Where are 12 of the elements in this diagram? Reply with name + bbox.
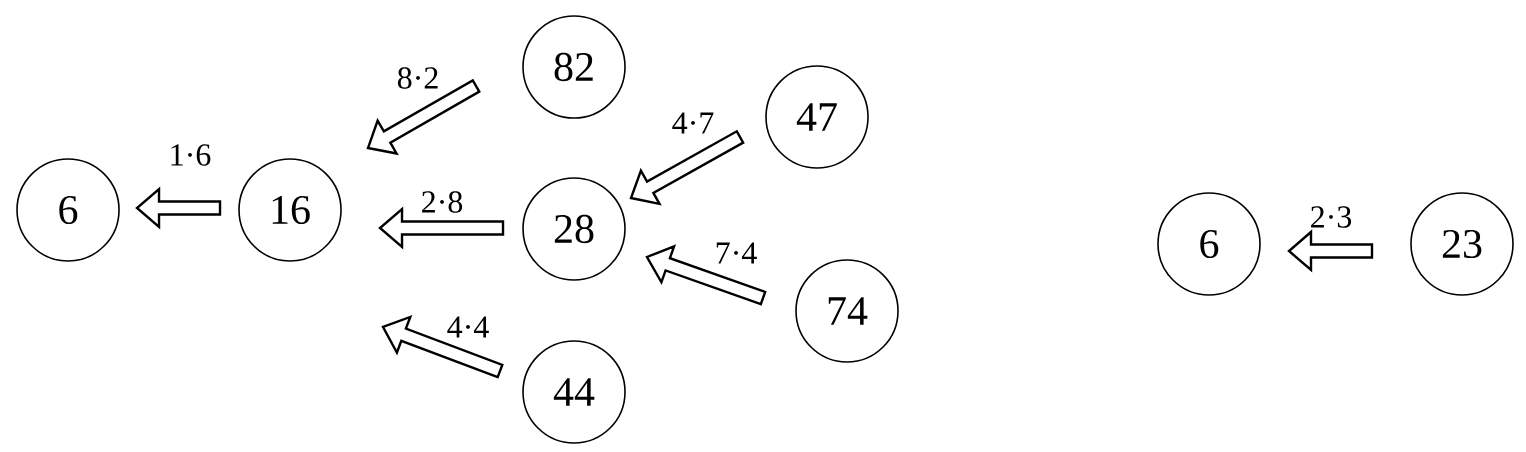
block-arrow xyxy=(1287,229,1374,273)
block-arrow xyxy=(381,314,504,379)
edge-label: 2·8 xyxy=(422,191,463,213)
edge-label: 8·2 xyxy=(397,67,438,89)
edge-label: 2·3 xyxy=(1311,206,1352,228)
edge-label: 1·6 xyxy=(171,144,211,166)
block-arrow xyxy=(378,206,505,250)
block-arrow xyxy=(135,186,222,230)
edge-label: 7·4 xyxy=(716,242,757,264)
block-arrow xyxy=(645,244,767,306)
edge-label: 4·4 xyxy=(447,316,489,338)
edge-label: 4·7 xyxy=(672,112,714,134)
